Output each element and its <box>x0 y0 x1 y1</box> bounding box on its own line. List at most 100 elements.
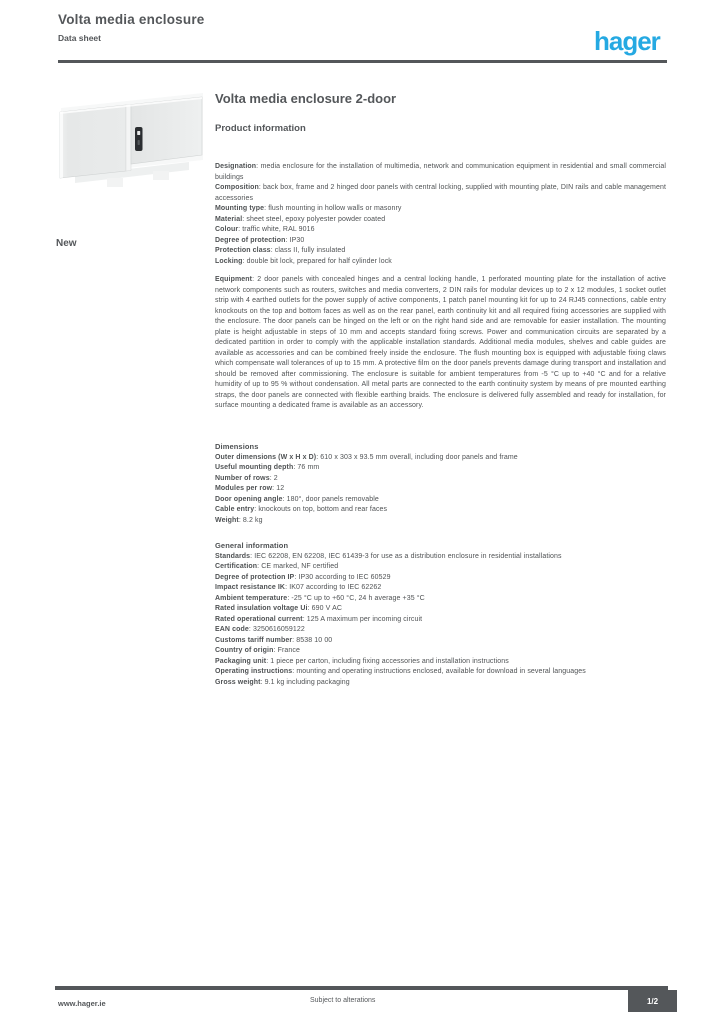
enclosure-left-door <box>59 104 127 179</box>
spec-row: Rated insulation voltage Ui: 690 V AC <box>215 605 343 612</box>
spec-value: back box, frame and 2 hinged door panels… <box>215 184 666 202</box>
spec-row: EAN code: 3250616059122 <box>215 626 305 633</box>
spec-label: Equipment <box>215 276 253 283</box>
spec-value: 8538 10 00 <box>296 636 333 644</box>
lock-label <box>137 131 141 135</box>
spec-row: Composition: back box, frame and 2 hinge… <box>215 184 666 202</box>
spec-label: Designation <box>215 163 257 170</box>
spec-block-general-information: General information Standards: IEC 62208… <box>215 541 666 688</box>
spec-row: Certification: CE marked, NF certified <box>215 563 339 570</box>
spec-label: Outer dimensions (W x H x D) <box>215 453 317 461</box>
spec-value: mounting and operating instructions encl… <box>296 668 586 675</box>
spec-label: Customs tariff number <box>215 636 293 644</box>
spec-row: Customs tariff number: 8538 10 00 <box>215 636 333 644</box>
spec-row: Door opening angle: 180°, door panels re… <box>215 495 379 503</box>
spec-label: Useful mounting depth <box>215 464 294 471</box>
spec-value: class II, fully insulated <box>274 247 346 254</box>
spec-label: Weight <box>215 516 239 524</box>
spec-value: 2 <box>273 474 278 482</box>
spec-value: France <box>277 647 300 654</box>
spec-value: IEC 62208, EN 62208, IEC 61439-3 for use… <box>254 552 562 560</box>
spec-row: Weight: 8.2 kg <box>215 516 263 524</box>
spec-value: 76 mm <box>297 464 320 471</box>
page-title: Volta media enclosure <box>58 12 205 27</box>
spec-label: Colour <box>215 226 239 233</box>
spec-label: Protection class <box>215 247 271 254</box>
section-heading-product-information: Product information <box>215 123 306 134</box>
door-edge-highlight <box>60 111 63 178</box>
spec-label: Mounting type <box>215 205 265 212</box>
spec-label: Ambient temperature <box>215 594 288 602</box>
spec-value: knockouts on top, bottom and rear faces <box>258 506 388 513</box>
spec-value: media enclosure for the installation of … <box>215 163 666 181</box>
spec-value: flush mounting in hollow walls or masonr… <box>268 205 402 212</box>
spec-label: Number of rows <box>215 474 270 482</box>
spec-label: Composition <box>215 184 259 191</box>
spec-row: Mounting type: flush mounting in hollow … <box>215 205 402 212</box>
spec-label: EAN code <box>215 626 249 633</box>
spec-row: Designation: media enclosure for the ins… <box>215 163 666 181</box>
spec-row: Operating instructions: mounting and ope… <box>215 668 586 675</box>
spec-value: IK07 according to IEC 62262 <box>289 584 382 591</box>
spec-row: Locking: double bit lock, prepared for h… <box>215 257 392 265</box>
spec-row: Colour: traffic white, RAL 9016 <box>215 226 315 233</box>
footer-website-link[interactable]: www.hager.ie <box>58 999 106 1008</box>
spec-value: 9.1 kg including packaging <box>264 678 350 686</box>
spec-label: Standards <box>215 552 251 560</box>
spec-row: Standards: IEC 62208, EN 62208, IEC 6143… <box>215 552 562 560</box>
spec-value: 125 A maximum per incoming circuit <box>306 615 423 623</box>
enclosure-skirt <box>75 162 189 183</box>
spec-value: double bit lock, prepared for half cylin… <box>246 257 392 265</box>
spec-value: 2 door panels with concealed hinges and … <box>215 276 667 409</box>
spec-row: Degree of protection: IP30 <box>215 236 305 244</box>
spec-value: traffic white, RAL 9016 <box>242 226 315 233</box>
footer-website-box <box>55 994 168 1017</box>
spec-value: 610 x 303 x 93.5 mm overall, including d… <box>320 453 518 461</box>
top-highlight <box>60 97 202 114</box>
spec-label: Cable entry <box>215 506 255 513</box>
dimensions-heading: Dimensions <box>215 442 259 451</box>
spec-label: Door opening angle <box>215 495 283 503</box>
spec-row: Degree of protection IP: IP30 according … <box>215 573 391 581</box>
spec-value: 8.2 kg <box>242 516 263 524</box>
enclosure-seam <box>125 104 132 172</box>
spec-value: 1 piece per carton, including fixing acc… <box>270 657 509 665</box>
spec-value: 3250616059122 <box>252 626 305 633</box>
spec-label: Locking <box>215 257 243 265</box>
new-badge: New <box>56 238 77 249</box>
spec-label: Modules per row <box>215 485 273 492</box>
spec-value: IP30 <box>289 236 305 244</box>
enclosure-right-door <box>130 96 203 165</box>
product-image <box>59 93 203 187</box>
spec-row: Outer dimensions (W x H x D): 610 x 303 … <box>215 453 518 461</box>
header-divider <box>58 60 667 63</box>
spec-label: Country of origin <box>215 647 274 654</box>
hager-logo: hager <box>594 26 661 56</box>
door-handle <box>135 127 143 151</box>
spec-label: Operating instructions <box>215 668 293 675</box>
spec-row: Useful mounting depth: 76 mm <box>215 464 320 471</box>
spec-row: Rated operational current: 125 A maximum… <box>215 615 423 623</box>
spec-label: Impact resistance IK <box>215 584 286 591</box>
spec-block-equipment: Equipment: 2 door panels with concealed … <box>215 275 666 412</box>
lock-keyhole <box>137 140 140 145</box>
spec-row: Packaging unit: 1 piece per carton, incl… <box>215 657 509 665</box>
enclosure-foot <box>107 178 123 187</box>
spec-row: Ambient temperature: -25 °C up to +60 °C… <box>215 594 425 602</box>
spec-block-dimensions: Dimensions Outer dimensions (W x H x D):… <box>215 442 666 526</box>
spec-value: sheet steel, epoxy polyester powder coat… <box>246 215 386 223</box>
spec-label: Gross weight <box>215 678 261 686</box>
spec-value: 690 V AC <box>311 605 343 612</box>
spec-label: Degree of protection IP <box>215 573 295 581</box>
spec-label: Rated insulation voltage Ui <box>215 605 308 612</box>
spec-value: IP30 according to IEC 60529 <box>298 573 391 581</box>
spec-row: Equipment: 2 door panels with concealed … <box>215 276 667 409</box>
footer-page-badge: 1/2 <box>628 990 677 1012</box>
spec-label: Packaging unit <box>215 657 267 665</box>
spec-row: Protection class: class II, fully insula… <box>215 247 346 254</box>
product-title: Volta media enclosure 2-door <box>215 91 397 106</box>
spec-row: Impact resistance IK: IK07 according to … <box>215 584 382 591</box>
spec-label: Degree of protection <box>215 236 286 244</box>
footer-note: Subject to alterations <box>310 997 376 1004</box>
page-subtitle: Data sheet <box>58 33 101 43</box>
